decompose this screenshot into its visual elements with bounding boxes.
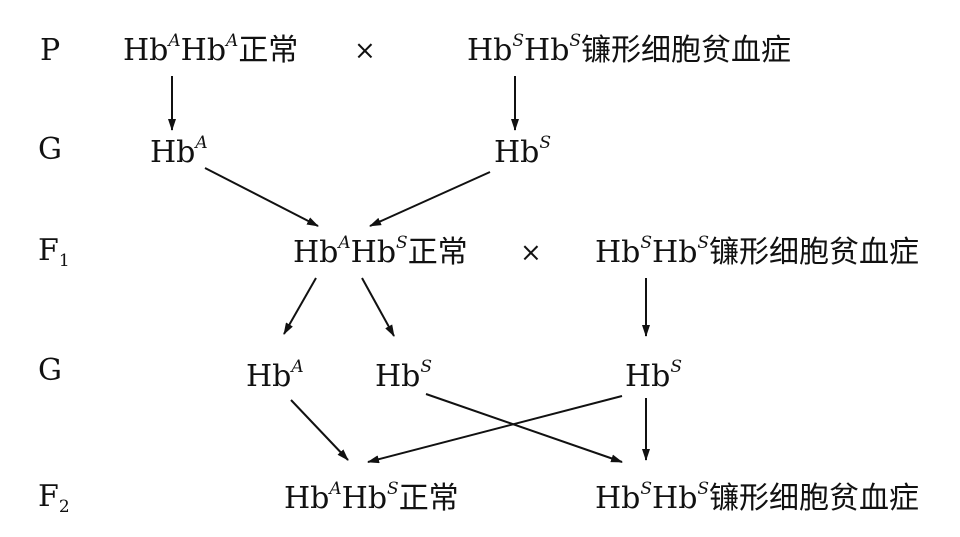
f2-carrier-normal: HbAHbS正常 — [284, 479, 459, 516]
gamete-s-3: HbS — [625, 357, 683, 394]
f1-sickle: HbSHbS镰形细胞贫血症 — [595, 233, 920, 270]
cross-symbol-p: × — [354, 36, 376, 66]
gamete-s-1: HbS — [494, 133, 552, 170]
row-label-p: P — [40, 33, 61, 68]
arrow-f1-to-g-s — [361, 277, 395, 337]
row-label-f2: F2 — [38, 479, 70, 517]
row-label-g2: G — [38, 353, 62, 388]
arrow-g-s2-to-f2-sickle — [425, 393, 623, 463]
arrow-g-a-to-f2-carrier — [290, 399, 349, 461]
gamete-s-2: HbS — [375, 357, 433, 394]
f1-carrier-normal: HbAHbS正常 — [293, 233, 468, 270]
f2-sickle: HbSHbS镰形细胞贫血症 — [595, 479, 920, 516]
arrow-g-a-to-f1 — [204, 167, 319, 227]
gamete-a-2: HbA — [246, 357, 304, 394]
parent-sickle: HbSHbS镰形细胞贫血症 — [467, 31, 792, 68]
cross-symbol-f1: × — [520, 238, 542, 268]
arrow-f1-to-g-a — [283, 277, 317, 335]
gamete-a-1: HbA — [150, 133, 208, 170]
parent-normal: HbAHbA正常 — [123, 31, 299, 68]
arrow-g-s-to-f1 — [369, 171, 491, 227]
arrow-g-s3-to-f2-carrier — [367, 395, 623, 464]
row-label-g1: G — [38, 132, 62, 167]
row-label-f1: F1 — [38, 233, 70, 271]
